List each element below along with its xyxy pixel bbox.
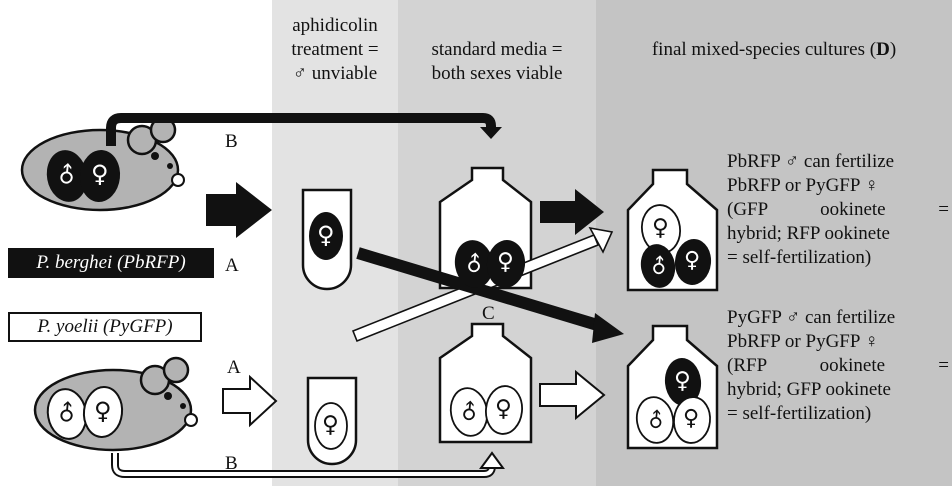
arrow-b-top-path [106, 113, 496, 146]
result-top-line-1: PbRFP ♂ can fertilize [727, 151, 895, 172]
parasite-final-top-male [640, 244, 676, 288]
parasite-flask-std-top-male [454, 240, 494, 288]
header-aphidicolin-line-3: ♂ unviable [292, 63, 378, 84]
parasite-tube-bottom-female [314, 402, 348, 450]
arrow-a-top [206, 182, 272, 238]
arrow-label-c: C [482, 303, 495, 324]
arrow-c-black-head [592, 313, 624, 343]
label-yoelii: P. yoelii (PyGFP) [8, 312, 202, 342]
header-final-letter: D [876, 39, 890, 60]
arrow-b-top-head [480, 127, 502, 139]
result-top-line-5: = self-fertilization) [727, 247, 872, 268]
symbol-tube-top-female: ♀ [317, 221, 335, 249]
header-aphidicolin-line-1: aphidicolin [292, 15, 378, 36]
header-standard-line-2: both sexes viable [431, 63, 563, 84]
parasite-yoelii-female [82, 386, 124, 438]
parasite-berghei-female [79, 150, 121, 202]
parasite-berghei-male [46, 150, 88, 202]
result-top-line-2: PbRFP or PyGFP ♀ [727, 175, 879, 196]
arrow-a-bottom [222, 374, 278, 428]
parasite-flask-std-top-female [486, 240, 526, 288]
parasite-final-top-female-red [674, 239, 712, 285]
symbol-flask-std-bottom-female: ♀ [495, 396, 512, 422]
header-final-prefix: final mixed-species cultures ( [651, 39, 877, 60]
label-berghei: P. berghei (PbRFP) [8, 248, 214, 278]
result-top-line-3: (GFP ookinete = [727, 199, 949, 220]
parasite-flask-std-bottom-female [485, 385, 523, 435]
header-final-cultures: final mixed-species cultures (D) [596, 38, 952, 62]
symbol-berghei-female: ♀ [91, 160, 109, 188]
arrow-label-a-top: A [225, 255, 239, 276]
arrow-c-black-shaft [356, 247, 606, 333]
symbol-yoelii-female: ♀ [94, 397, 112, 425]
header-standard-media: standard media = both sexes viable [398, 38, 596, 86]
symbol-final-bottom-female-red: ♀ [674, 368, 691, 394]
arrow-standard-bottom [539, 369, 606, 421]
header-aphidicolin-line-2: treatment = [291, 39, 379, 60]
parasite-tube-top-female [309, 212, 343, 260]
symbol-final-bottom-female-green: ♀ [683, 406, 700, 431]
result-bottom-line-3: (RFP ookinete = [727, 355, 949, 376]
symbol-final-top-female-green: ♀ [652, 215, 669, 241]
arrow-label-b-top: B [225, 131, 238, 152]
arrow-label-a-bottom: A [227, 357, 241, 378]
result-bottom-line-2: PbRFP or PyGFP ♀ [727, 331, 879, 352]
header-standard-line-1: standard media = [431, 39, 563, 60]
result-bottom-line-4: hybrid; GFP ookinete [727, 379, 891, 400]
result-bottom-line-5: = self-fertilization) [727, 403, 872, 424]
arrow-standard-top [540, 189, 604, 235]
header-aphidicolin: aphidicolin treatment = ♂ unviable [272, 14, 398, 86]
arrow-c-white-head [588, 226, 614, 254]
arrow-b-bottom-head [479, 451, 505, 469]
parasite-final-bottom-female-red [664, 358, 702, 406]
result-bottom-line-1: PyGFP ♂ can fertilize [727, 307, 896, 328]
header-final-suffix: ) [889, 39, 897, 60]
result-top-line-4: hybrid; RFP ookinete [727, 223, 890, 244]
symbol-tube-bottom-female: ♀ [322, 412, 339, 438]
result-bottom-text: PyGFP ♂ can fertilize PbRFP or PyGFP ♀ (… [727, 306, 949, 426]
arrow-label-b-bottom: B [225, 453, 238, 474]
symbol-flask-std-top-female: ♀ [497, 249, 514, 275]
result-top-text: PbRFP ♂ can fertilize PbRFP or PyGFP ♀ (… [727, 150, 949, 270]
symbol-final-top-female-red: ♀ [684, 248, 701, 273]
parasite-final-bottom-female-green [673, 396, 711, 444]
